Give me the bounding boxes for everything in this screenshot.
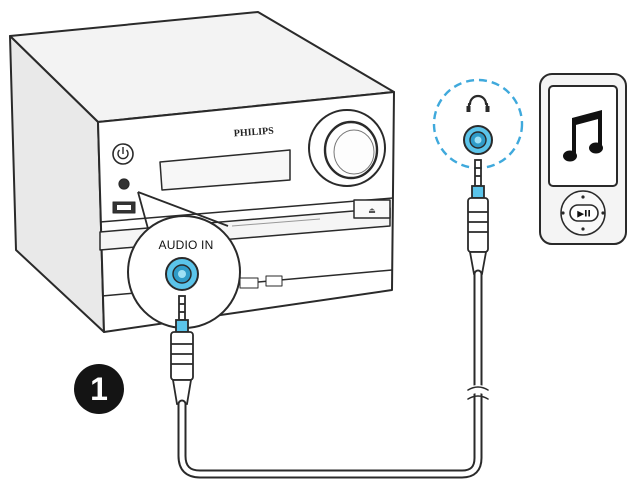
left-plug-collar (175, 319, 189, 333)
music-note-icon (563, 110, 603, 162)
eject-button (353, 199, 391, 219)
unit-audio-in-jack (118, 178, 130, 190)
audio-cable (177, 269, 492, 479)
left-plug-tip (178, 295, 186, 321)
right-plug (467, 159, 489, 275)
audio-in-callout (127, 215, 241, 329)
player-screen (548, 85, 618, 187)
play-pause-icon: ▶II (577, 210, 591, 220)
step-number-badge: 1 (74, 364, 124, 414)
svg-text:⏏: ⏏ (368, 206, 376, 215)
headphone-callout (432, 78, 524, 170)
play-pause-button (569, 204, 599, 222)
right-plug-body (467, 197, 489, 253)
audio-in-label: AUDIO IN (158, 238, 214, 252)
logo-badge-2 (265, 275, 283, 287)
power-icon (117, 149, 129, 160)
left-plug (170, 295, 194, 405)
logo-badge (239, 277, 259, 289)
left-plug-strain (171, 379, 193, 405)
portable-player (539, 73, 627, 245)
display-window (159, 149, 291, 191)
left-plug-body (170, 331, 194, 381)
right-plug-collar (471, 185, 485, 199)
right-plug-tip (474, 159, 482, 187)
brand-label: PHILIPS (233, 126, 274, 140)
